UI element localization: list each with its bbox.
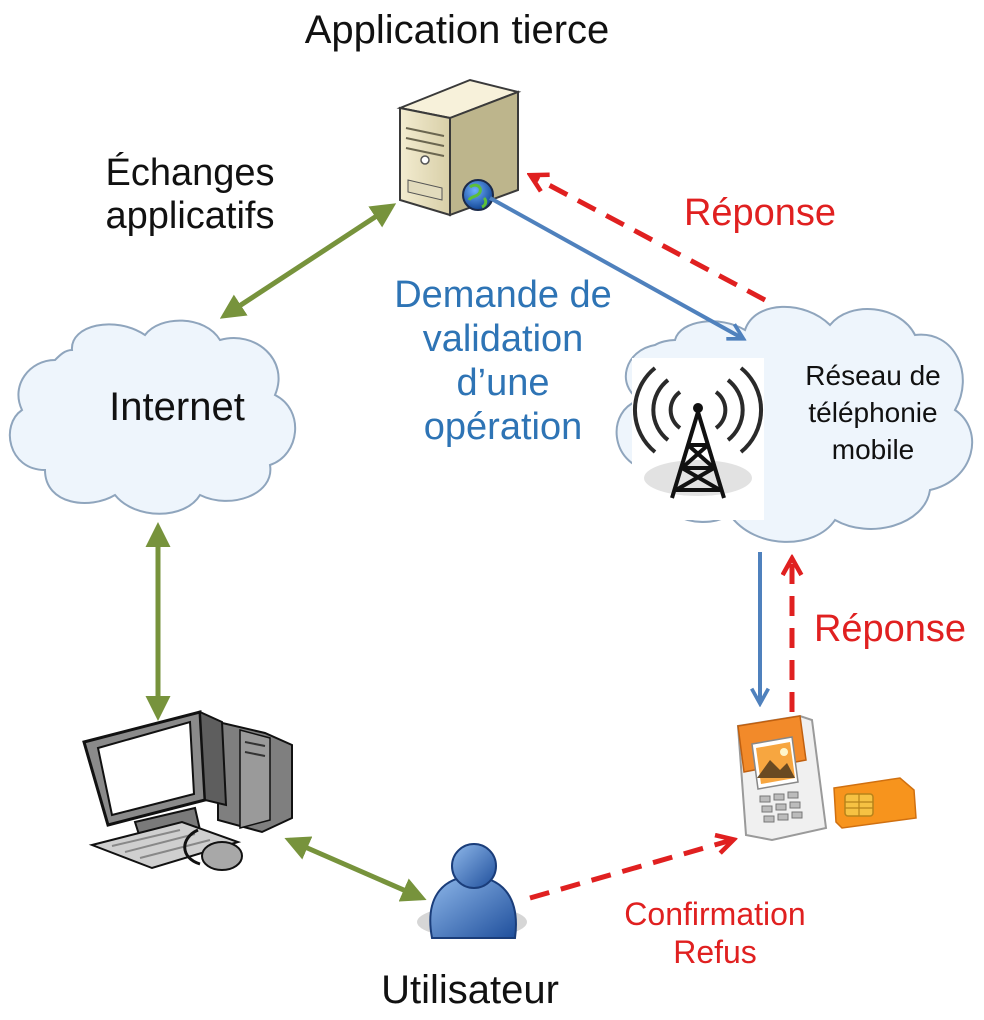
validation-request-label-line: d’une xyxy=(456,362,550,405)
mobile-network-label-line: Réseau de xyxy=(805,360,941,391)
confirmation-refusal-label: Confirmation Refus xyxy=(580,895,850,972)
internet-cloud xyxy=(8,319,297,515)
antenna-tower-icon xyxy=(632,358,764,520)
mobile-network-label-line: mobile xyxy=(831,433,915,465)
mobile-phone-icon xyxy=(736,714,828,842)
sim-card-icon xyxy=(833,777,917,829)
validation-request-label-line: Demande de xyxy=(394,274,612,316)
app-exchanges-label: Échanges applicatifs xyxy=(50,152,330,237)
server-label: Application tierce xyxy=(304,8,610,52)
app-exchanges-label-line: Échanges xyxy=(105,152,275,194)
internet-label: Internet xyxy=(109,385,245,429)
globe-icon xyxy=(462,179,494,211)
response-to-network-label: Réponse xyxy=(813,608,967,650)
mobile-network-label-line: téléphonie xyxy=(808,396,938,428)
app-exchanges-label-line: applicatifs xyxy=(105,194,275,237)
red-dashed-arrow-user-phone xyxy=(529,840,732,901)
green-arrow-internet-server xyxy=(219,203,397,319)
blue-arrow-server-network xyxy=(489,196,742,338)
response-to-server-label: Réponse xyxy=(683,192,837,234)
user-label: Utilisateur xyxy=(381,968,559,1012)
user-icon xyxy=(417,843,527,939)
confirmation-label-line: Confirmation xyxy=(624,896,806,932)
server-icon xyxy=(396,78,522,217)
desktop-computer-icon xyxy=(82,710,293,871)
green-arrow-computer-user xyxy=(284,836,427,902)
red-dashed-arrow-network-server xyxy=(532,176,767,303)
mobile-network-label: Réseau de téléphonie mobile xyxy=(768,358,978,469)
refusal-label-line: Refus xyxy=(673,934,757,971)
validation-request-label-line: opération xyxy=(423,406,583,449)
validation-request-label: Demande de validation d’une opération xyxy=(348,273,658,449)
validation-request-label-line: validation xyxy=(422,318,584,361)
